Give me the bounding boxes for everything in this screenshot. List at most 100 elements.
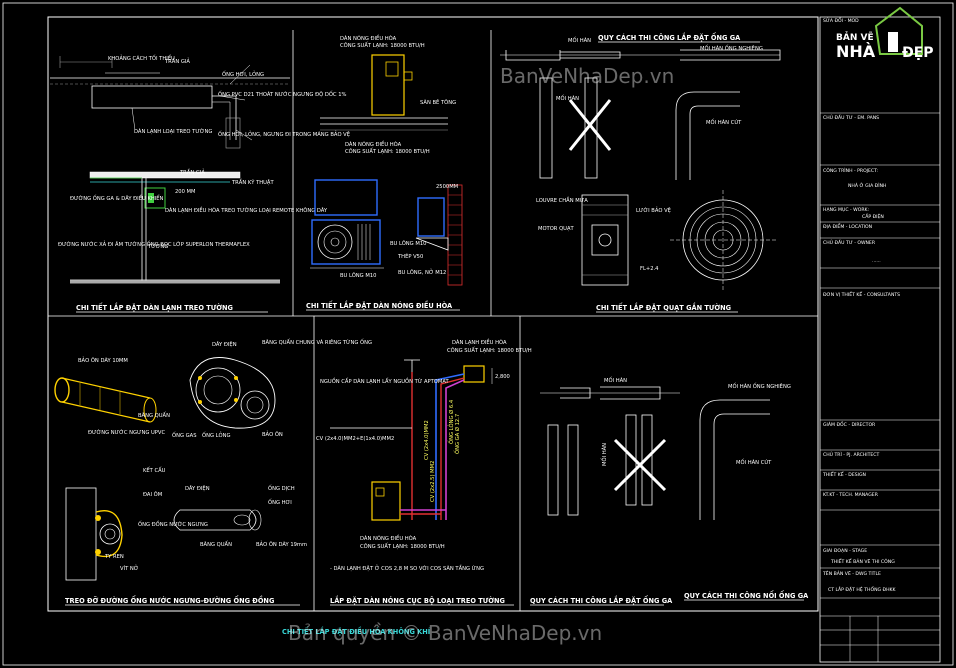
label-insulation: BẢO ÔN xyxy=(262,430,283,438)
tb-owner2-label: CHỦ ĐẦU TƯ - OWNER xyxy=(823,238,876,246)
label-steel-v50: THÉP V50 xyxy=(397,252,423,260)
tb-tech-label: KT.KT - TECH. MANAGER xyxy=(823,492,879,498)
tb-work-label: HẠNG MỤC - WORK: xyxy=(823,207,870,213)
label-false-ceiling-2: TRẦN GIẢ xyxy=(179,168,205,176)
label-liquid-pipe: ỐNG LỎNG xyxy=(202,431,231,439)
label-pipe-tray: ỐNG HƠI, LỎNG, NGƯNG ĐI TRONG MÁNG BẢO V… xyxy=(218,130,350,138)
tb-project-label: CÔNG TRÌNH - PROJECT: xyxy=(823,167,878,174)
label-insulation-10: BẢO ÔN DÀY 10MM xyxy=(78,356,128,364)
tb-project-value: NHÀ Ở GIA ĐÌNH xyxy=(848,181,886,189)
label-cv-25: CV (2x2.5) MM2 xyxy=(430,461,436,502)
label-anchor: VÍT NỞ xyxy=(120,564,139,572)
tb-drawing-value: CT LẮP ĐẶT HỆ THỐNG ĐHKK xyxy=(828,585,897,593)
label-capacity: CÔNG SUẤT LẠNH: 18000 BTU/H xyxy=(340,41,425,49)
tb-director-label: GIÁM ĐỐC - DIRECTOR xyxy=(823,420,876,428)
title-block xyxy=(819,16,941,663)
logo-text-1: BẢN VẼ xyxy=(836,31,874,43)
label-weld-angled: MỐI HÀN ỐNG NGHIÊNG xyxy=(700,44,763,52)
panel-title-indoor: CHI TIẾT LẮP ĐẶT DÀN LẠNH TREO TƯỜNG xyxy=(76,302,233,312)
label-copper-drain: ỐNG ĐỒNG NƯỚC NGƯNG xyxy=(138,519,208,528)
sheet-title: CHI TIẾT LẮP ĐẶT ĐIỀU HÒA KHÔNG KHÍ xyxy=(282,626,431,636)
label-tape: BĂNG QUẤN xyxy=(138,411,170,419)
label-indoor-unit-2: DÀN LẠNH ĐIỀU HÒA xyxy=(452,338,507,346)
panel-title-gas-joint: QUY CÁCH THI CÔNG NỐI ỐNG GA xyxy=(684,590,809,600)
label-fl: FL+2.4 xyxy=(640,266,659,272)
panel-title-outdoor: CHI TIẾT LẮP ĐẶT DÀN NÓNG ĐIỀU HÒA xyxy=(306,300,453,310)
panel-title-gas-install: QUY CÁCH THI CÔNG LẮP ĐẶT ỐNG GA xyxy=(530,595,673,605)
label-gas-pipes: ỐNG HƠI, LỎNG xyxy=(222,70,264,78)
tb-stage-label: GIAI ĐOẠN - STAGE xyxy=(823,548,867,554)
panel-outdoor-unit: DÀN NÓNG ĐIỀU HÒA CÔNG SUẤT LẠNH: 18000 … xyxy=(306,34,463,311)
brand-logo: BẢN VẼ NHÀ ĐẸP xyxy=(836,6,934,61)
label-gas-dia: ỐNG GA Ø 12.7 xyxy=(453,414,461,454)
label-gas-pipe: ỐNG GAS xyxy=(172,431,197,439)
label-wire: DÂY ĐIỆN xyxy=(212,340,237,348)
label-bolt-m10: BU LÔNG M10 xyxy=(390,240,426,247)
tb-drawing-label: TÊN BẢN VẼ - DWG TITLE xyxy=(822,569,881,577)
label-concrete-floor: SÀN BÊ TÔNG xyxy=(420,98,456,106)
label-clamp: ĐAI ÔM xyxy=(143,491,162,498)
panel-pipe-support: BẢO ÔN DÀY 10MM BĂNG QUẤN ĐƯỜNG NƯỚC NGƯ… xyxy=(54,338,372,606)
label-wall: TƯỜNG xyxy=(147,243,168,250)
tb-mod-label: SỬA ĐỔI - MOD xyxy=(823,16,859,24)
label-structure: KẾT CẤU xyxy=(143,466,166,474)
label-gas-control: ĐƯỜNG ỐNG GA & DÂY ĐIỀU KHIỂN xyxy=(70,194,164,202)
label-cv-4: CV (2x4.0)MM2+E(1x4.0)MM2 xyxy=(316,436,394,442)
tb-location-label: ĐỊA ĐIỂM - LOCATION xyxy=(823,222,872,230)
label-louvre: LOUVRE CHẮN MƯA xyxy=(536,196,588,204)
label-note-cos: - DÀN LẠNH ĐẶT Ở COS 2,8 M SO VỚI COS SÀ… xyxy=(330,564,484,572)
label-capacity-2: CÔNG SUẤT LẠNH: 18000 BTU/H xyxy=(345,147,430,155)
tb-architect-label: CHỦ TRÌ - PJ. ARCHITECT xyxy=(823,450,879,458)
label-false-ceiling: TRẦN GIẢ xyxy=(164,57,190,65)
label-guard: LƯỚI BẢO VỆ xyxy=(636,206,671,214)
tb-owner-label: CHỦ ĐẦU TƯ - EM. PANS xyxy=(823,113,879,121)
watermark-bottom: Bản quyền © BanVeNhaDep.vn xyxy=(288,621,602,645)
logo-text-3: ĐẸP xyxy=(902,45,934,61)
watermark-top: BanVeNhaDep.vn xyxy=(500,64,674,88)
label-liquid-dia: ỐNG LỎNG Ø 6.4 xyxy=(447,399,455,444)
label-bolt-m12: BU LÔNG, NỞ M12 xyxy=(398,268,446,276)
label-outdoor-unit-3: DÀN NÓNG ĐIỀU HÒA xyxy=(360,534,417,542)
panel-split-unit: DÀN LẠNH ĐIỀU HÒA CÔNG SUẤT LẠNH: 18000 … xyxy=(316,338,532,606)
tb-stage-value: THIẾT KẾ BẢN VẼ THI CÔNG xyxy=(830,557,895,565)
label-weld-angled-2: MỐI HÀN ỐNG NGHIÊNG xyxy=(728,382,791,390)
label-bolt-m10-2: BU LÔNG M10 xyxy=(340,272,376,279)
label-rod: TY REN xyxy=(104,554,124,560)
label-liquid: ỐNG DỊCH xyxy=(268,484,295,492)
label-cv-4b: CV (2x4.0)MM2 xyxy=(424,420,430,460)
tb-consultant-label: ĐƠN VỊ THIẾT KẾ - CONSULTANTS xyxy=(823,290,900,298)
label-remote-unit: DÀN LẠNH ĐIỀU HÒA TREO TƯỜNG LOẠI REMOTE… xyxy=(165,206,328,214)
label-min-distance: KHOẢNG CÁCH TỐI THIỂU xyxy=(108,54,175,62)
label-tape-2: BĂNG QUẤN xyxy=(200,540,232,548)
panel-title-support: TREO ĐỠ ĐƯỜNG ỐNG NƯỚC NGƯNG-ĐƯỜNG ỐNG Đ… xyxy=(65,595,274,605)
panel-header-gas-pipe: QUY CÁCH THI CÔNG LẮP ĐẶT ỐNG GA xyxy=(598,32,741,42)
tb-design-label: THIẾT KẾ - DESIGN xyxy=(822,470,866,478)
panel-indoor-unit: KHOẢNG CÁCH TỐI THIỂU TRẦN GIẢ ỐNG HƠI, … xyxy=(50,54,350,313)
panel-gas-pipe: MỐI HÀN MỐI HÀN ỐNG NGHIÊNG MỐI HÀN MỐI … xyxy=(530,376,809,606)
logo-text-2: NHÀ xyxy=(836,42,876,61)
panel-wall-fan: QUY CÁCH THI CÔNG LẮP ĐẶT ỐNG GA MỐI HÀN… xyxy=(500,32,781,313)
label-weld-3: MỐI HÀN xyxy=(604,376,627,384)
label-insulation-19: BẢO ÔN DÀY 19mm xyxy=(256,540,307,548)
label-drain-pipe: ỐNG PVC D21 THOÁT NƯỚC NGƯNG ĐỘ DỐC 1% xyxy=(218,90,346,98)
title-block-lines xyxy=(820,112,940,662)
label-tech-ceiling: TRẦN KỸ THUẬT xyxy=(231,178,274,186)
panel-title-split: LẮP ĐẶT DÀN NÓNG CỤC BỘ LOẠI TREO TƯỜNG xyxy=(330,595,505,605)
label-outdoor-unit: DÀN NÓNG ĐIỀU HÒA xyxy=(340,34,397,42)
label-2500mm: 2500MM xyxy=(436,184,458,190)
tb-owner2-value: ...... xyxy=(872,259,881,264)
drawing-frame xyxy=(47,16,819,612)
label-weld-elbow: MỐI HÀN CÚT xyxy=(706,118,742,126)
label-2800: 2,800 xyxy=(495,374,510,380)
label-vapor: ỐNG HƠI xyxy=(268,498,292,506)
label-weld-elbow-2: MỐI HÀN CÚT xyxy=(736,458,772,466)
label-drain-wall: ĐƯỜNG NƯỚC XẢ ĐI ÂM TƯỜNG ỐNG BỌC LỚP SU… xyxy=(58,240,250,248)
label-200mm: 200 MM xyxy=(175,189,196,195)
label-weld-4: MỐI HÀN xyxy=(600,443,608,466)
label-outdoor-unit-2: DÀN NÓNG ĐIỀU HÒA xyxy=(345,140,402,148)
label-motor: MOTOR QUẠT xyxy=(538,226,574,232)
label-indoor-unit: DÀN LẠNH LOẠI TREO TƯỜNG xyxy=(134,128,212,135)
label-weld-2: MỐI HÀN xyxy=(556,94,579,102)
